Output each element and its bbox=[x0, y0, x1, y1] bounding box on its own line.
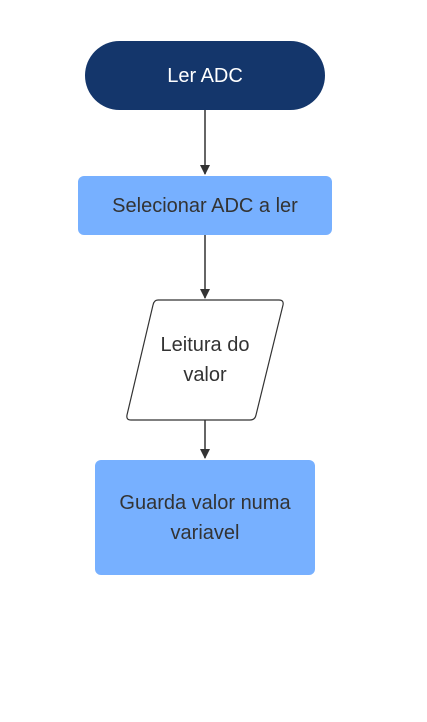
read-value-io-shape[interactable] bbox=[126, 299, 284, 421]
select-adc-node-label: Selecionar ADC a ler bbox=[112, 194, 298, 217]
start-node-label: Ler ADC bbox=[167, 64, 243, 87]
select-adc-process-shape[interactable] bbox=[78, 176, 332, 235]
start-terminator-shape[interactable] bbox=[85, 41, 325, 110]
store-value-node-label: Guarda valor numa variavel bbox=[119, 491, 291, 544]
store-value-process-shape[interactable] bbox=[95, 460, 315, 575]
read-value-node-label: Leitura do valor bbox=[160, 334, 250, 386]
